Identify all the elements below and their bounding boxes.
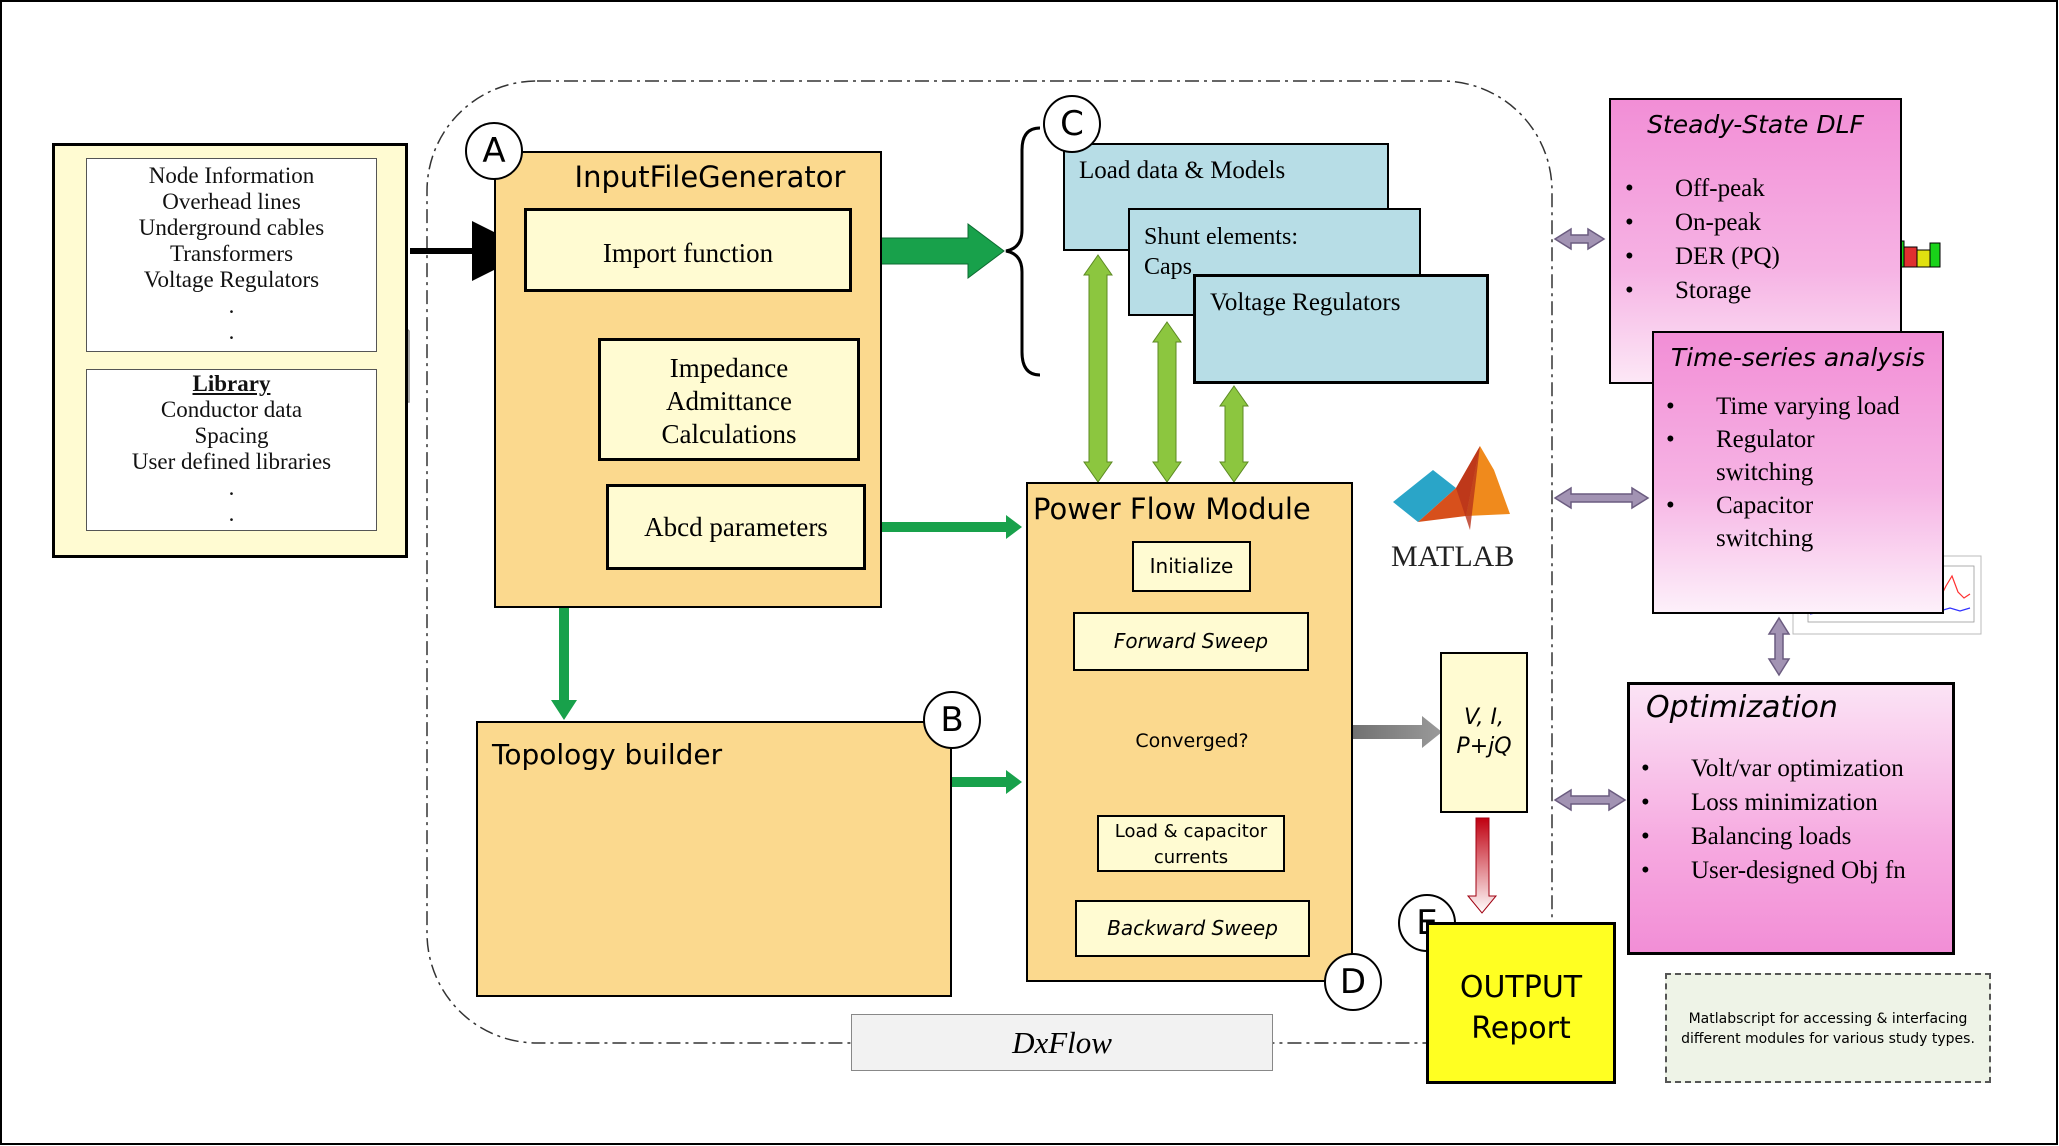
abcd-parameters-box[interactable]: Abcd parameters — [606, 484, 866, 570]
topology-title: Topology builder — [492, 738, 723, 771]
input-generator-title: InputFileGenerator — [574, 160, 846, 194]
data-item: Voltage Regulators — [143, 266, 320, 292]
output-line: OUTPUT — [1459, 970, 1583, 1005]
label-d: D — [1324, 953, 1382, 1011]
abcd-to-powerflow-arrow — [856, 515, 1022, 539]
time-series-item: Capacitor switching — [1652, 489, 1942, 555]
time-series-item: Time varying load — [1652, 390, 1942, 423]
optimization-item: Loss minimization — [1627, 786, 1953, 820]
library-item: User defined libraries — [131, 448, 332, 474]
library-item: . — [228, 474, 235, 500]
shunt-line: Caps — [1144, 254, 1192, 280]
voltage-regulators-box[interactable]: Voltage Regulators — [1193, 274, 1489, 384]
study-type-links — [1553, 227, 1791, 812]
steady-state-title: Steady-State DLF — [1647, 110, 1864, 139]
impedance-line: Calculations — [661, 419, 797, 449]
powerflow-to-results-arrow — [1345, 716, 1442, 748]
steady-state-item: DER (PQ) — [1611, 240, 1811, 274]
dxflow-label: DxFlow — [851, 1014, 1273, 1071]
data-item: Transformers — [169, 240, 294, 266]
matlab-script-note: Matlabscript for accessing & interfacing… — [1665, 973, 1991, 1083]
impedance-line: Admittance — [666, 386, 792, 416]
import-function-box[interactable]: Import function — [524, 208, 852, 292]
steady-state-item: Off-peak — [1611, 172, 1811, 206]
output-report-box[interactable]: OUTPUT Report — [1426, 922, 1616, 1084]
steady-state-item: On-peak — [1611, 206, 1811, 240]
optimization-item: Volt/var optimization — [1627, 752, 1953, 786]
time-series-line: Regulator — [1716, 426, 1815, 453]
steady-state-list: Off-peak On-peak DER (PQ) Storage — [1611, 172, 1811, 308]
currents-line: currents — [1153, 847, 1229, 868]
time-series-list: Time varying load Regulator switching Cap… — [1652, 390, 1942, 555]
topology-image-frame — [594, 784, 836, 978]
label-c: C — [1043, 95, 1101, 153]
library-title: Library — [192, 371, 271, 396]
shunt-line: Shunt elements: — [1144, 224, 1298, 250]
optimization-list: Volt/var optimization Loss minimization … — [1627, 752, 1953, 888]
library-item: Conductor data — [160, 396, 303, 422]
results-box: V, I, P+jQ — [1440, 652, 1528, 813]
impedance-line: Impedance — [669, 353, 789, 383]
time-series-line: Capacitor — [1716, 492, 1814, 519]
matlab-label: MATLAB — [1391, 540, 1515, 573]
models-powerflow-links — [1083, 254, 1249, 483]
label-b: B — [923, 691, 981, 749]
data-item: . — [228, 318, 235, 344]
network-data-list: Node Information Overhead lines Undergro… — [86, 158, 377, 352]
currents-line: Load & capacitor — [1114, 821, 1268, 842]
data-item: . — [228, 292, 235, 318]
dxflow-boundary — [426, 80, 1553, 1044]
converged-label: Converged? — [1135, 730, 1249, 752]
time-series-line: Time varying load — [1716, 393, 1900, 420]
label-a: A — [465, 122, 523, 180]
time-series-line: switching — [1716, 459, 1814, 486]
results-to-output-arrow — [1466, 817, 1498, 914]
output-line: Report — [1471, 1011, 1571, 1046]
results-line: P+jQ — [1456, 734, 1512, 759]
topology-to-powerflow-arrow — [928, 770, 1022, 794]
backward-sweep-box[interactable]: Backward Sweep — [1075, 900, 1310, 957]
forward-sweep-box[interactable]: Forward Sweep — [1073, 612, 1309, 671]
note-line: Matlabscript for accessing & interfacing — [1688, 1011, 1968, 1027]
time-series-line: switching — [1716, 525, 1814, 552]
time-series-item: Regulator switching — [1652, 423, 1942, 489]
steady-state-item: Storage — [1611, 274, 1811, 308]
power-flow-title: Power Flow Module — [1033, 492, 1311, 526]
library-item: . — [228, 500, 235, 526]
library-item: Spacing — [194, 422, 269, 448]
library-list: Library Conductor data Spacing User defi… — [86, 369, 377, 531]
optimization-item: User-designed Obj fn — [1627, 854, 1953, 888]
optimization-title: Optimization — [1646, 690, 1838, 725]
note-line: different modules for various study type… — [1681, 1031, 1975, 1047]
data-item: Underground cables — [138, 214, 325, 240]
matlab-logo-icon — [1393, 446, 1510, 530]
time-series-title: Time-series analysis — [1670, 343, 1926, 372]
data-item: Node Information — [148, 163, 315, 188]
models-brace — [1005, 126, 1041, 377]
data-item: Overhead lines — [162, 188, 301, 214]
load-currents-box[interactable]: Load & capacitor currents — [1097, 815, 1285, 872]
initialize-box[interactable]: Initialize — [1132, 541, 1251, 592]
results-line: V, I, — [1464, 705, 1504, 730]
optimization-item: Balancing loads — [1627, 820, 1953, 854]
topology-builder — [476, 721, 952, 997]
impedance-calc-box[interactable]: Impedance Admittance Calculations — [598, 338, 860, 461]
